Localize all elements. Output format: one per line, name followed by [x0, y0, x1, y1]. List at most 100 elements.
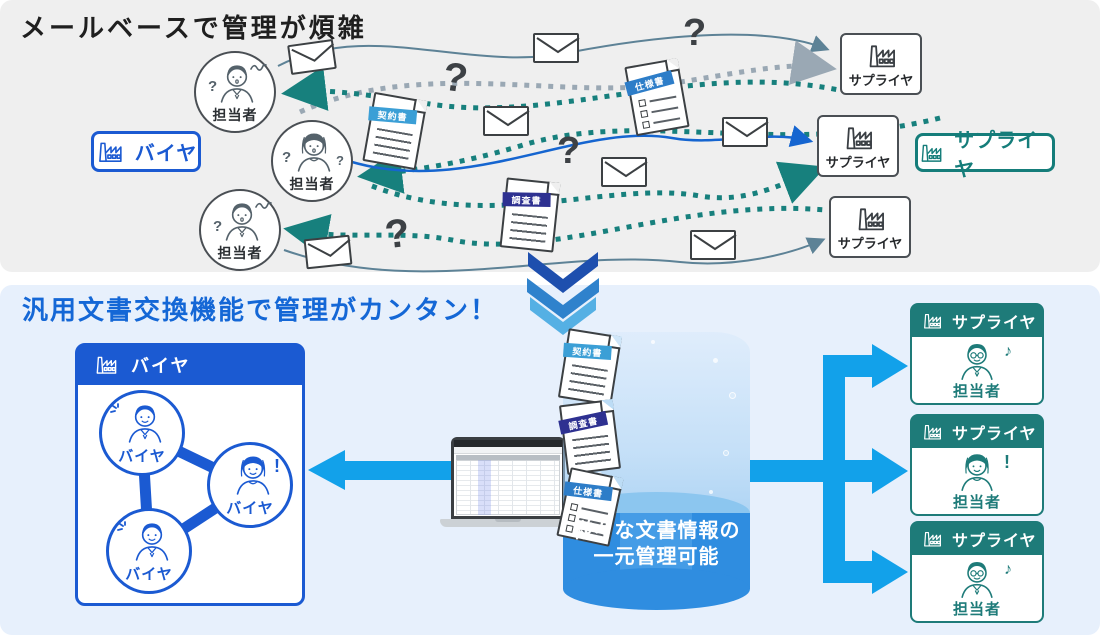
document-text-lines	[567, 364, 608, 397]
happy-man-illustration	[135, 523, 169, 561]
person-circle-3: ? 担当者	[199, 189, 281, 271]
factory-icon	[924, 531, 941, 547]
question-mark-large: ?	[557, 130, 581, 172]
person-label: 担当者	[217, 245, 263, 261]
supplier-person-label: 担当者	[952, 494, 1001, 511]
question-mark: ?	[336, 153, 344, 168]
person-label: 担当者	[289, 176, 335, 192]
document-label: 契約書	[562, 342, 612, 361]
laptop-illustration	[440, 437, 576, 529]
person-label: 担当者	[212, 107, 258, 123]
laptop-notch	[495, 519, 521, 522]
document-contract: 契約書	[362, 91, 428, 171]
chevron-light	[530, 297, 596, 335]
mail-envelope-icon	[483, 106, 530, 136]
supplier-card-body: ♪ 担当者	[912, 338, 1042, 403]
laptop-screen	[451, 437, 565, 519]
supplier-label: サプライヤ	[848, 73, 914, 88]
buyer-member-label: バイヤ	[118, 448, 166, 465]
bubble	[651, 340, 655, 344]
document-spec: 仕様書	[624, 57, 690, 137]
table-header	[456, 455, 560, 460]
document-text-lines	[509, 213, 548, 244]
laptop-base	[440, 519, 576, 527]
document-contract: 契約書	[557, 328, 623, 406]
person-circle-1: ? 担当者	[194, 51, 276, 133]
question-mark-large: ?	[440, 54, 471, 102]
laptop-app-screenshot	[454, 440, 562, 516]
bubble	[729, 392, 736, 399]
cylinder-caption-line1: 様々な文書情報の	[572, 520, 741, 542]
flow-line-slate-2	[283, 237, 826, 273]
happy-woman-illustration	[961, 454, 993, 491]
document-label: 調査書	[502, 192, 551, 207]
supplier-card-header: サプライヤ	[911, 522, 1043, 555]
mail-envelope-icon	[533, 33, 580, 63]
supplier-card-body: ♪ 担当者	[912, 556, 1042, 621]
mail-envelope-icon	[722, 117, 769, 147]
happy-woman-illustration	[236, 456, 270, 495]
supplier-card-2: サプライヤ ! 担当者	[910, 414, 1044, 516]
supplier-box-3: サプライヤ	[829, 196, 911, 258]
mail-envelope-icon	[690, 230, 737, 260]
arrow-trunk	[823, 355, 845, 583]
buyer-legend-label: バイヤ	[134, 143, 198, 165]
chevron-dark	[528, 252, 598, 293]
cylinder-caption: 様々な文書情報の 一元管理可能	[545, 518, 768, 570]
buyer-member-circle-2: ! バイヤ	[207, 442, 293, 528]
buyer-member-label: バイヤ	[125, 566, 173, 583]
document-label: 仕様書	[624, 70, 675, 97]
mail-envelope-icon	[303, 234, 353, 270]
worried-man-illustration	[225, 203, 259, 241]
buyer-card-header: バイヤ	[77, 345, 303, 385]
document-label: 仕様書	[563, 481, 613, 502]
bubble	[709, 490, 713, 494]
supplier-card-title: サプライヤ	[952, 425, 1037, 443]
document-label: 契約書	[368, 106, 418, 125]
factory-icon	[96, 356, 117, 374]
document-text-lines	[572, 434, 612, 466]
buyer-card-title: バイヤ	[131, 356, 191, 376]
supplier-card-header: サプライヤ	[911, 304, 1043, 337]
factory-icon	[858, 208, 884, 231]
cylinder-bottom	[563, 568, 750, 610]
cylinder-caption-line2: 一元管理可能	[593, 546, 720, 568]
arrow-branch-top	[823, 355, 873, 377]
music-note-mark: ♪	[1004, 561, 1012, 578]
bubble	[723, 450, 729, 456]
question-mark-large: ?	[683, 12, 707, 54]
supplier-legend-label: サプライヤ	[954, 129, 1039, 181]
factory-icon	[924, 313, 941, 329]
music-note-mark: ♪	[1004, 343, 1012, 360]
buyer-member-circle-3: バイヤ	[106, 508, 192, 594]
buyer-member-label: バイヤ	[226, 500, 274, 517]
supplier-card-1: サプライヤ ♪ 担当者	[910, 303, 1044, 405]
question-mark: ?	[282, 149, 292, 166]
sparkle-icon	[110, 403, 119, 413]
arrowhead-supplier-3	[872, 550, 908, 594]
flow-line-teal-1	[281, 66, 849, 111]
supplier-card-header: サプライヤ	[911, 415, 1043, 448]
question-mark: ?	[213, 218, 223, 235]
top-title: メールベースで管理が煩雑	[20, 13, 367, 43]
buyer-member-circle-1: バイヤ	[99, 390, 185, 476]
exclaim-mark: !	[274, 456, 280, 476]
supplier-person-label: 担当者	[952, 601, 1001, 618]
supplier-legend: サプライヤ	[915, 130, 1055, 181]
factory-icon	[924, 424, 941, 440]
document-survey: 調査書	[499, 177, 561, 253]
flow-line-gray-dotted	[298, 40, 837, 115]
arrowhead-supplier-2	[872, 448, 908, 494]
app-topbar	[454, 440, 562, 447]
supplier-card-3: サプライヤ ♪ 担当者	[910, 521, 1044, 623]
arrow-branch-bottom	[823, 561, 873, 583]
bottom-title: 汎用文書交換機能で管理がカンタン！	[22, 295, 499, 325]
supplier-card-title: サプライヤ	[952, 314, 1037, 332]
worried-woman-illustration	[297, 133, 331, 172]
buyer-card-body: バイヤ ! バイヤ	[78, 386, 302, 603]
document-label: 調査書	[558, 410, 609, 435]
frustration-scribble-icon	[250, 63, 267, 71]
happy-man-glasses-illustration	[961, 562, 993, 598]
document-store-cylinder: 契約書 調査書 仕様書 様々な文書情報の 一元管理可能	[556, 328, 750, 612]
